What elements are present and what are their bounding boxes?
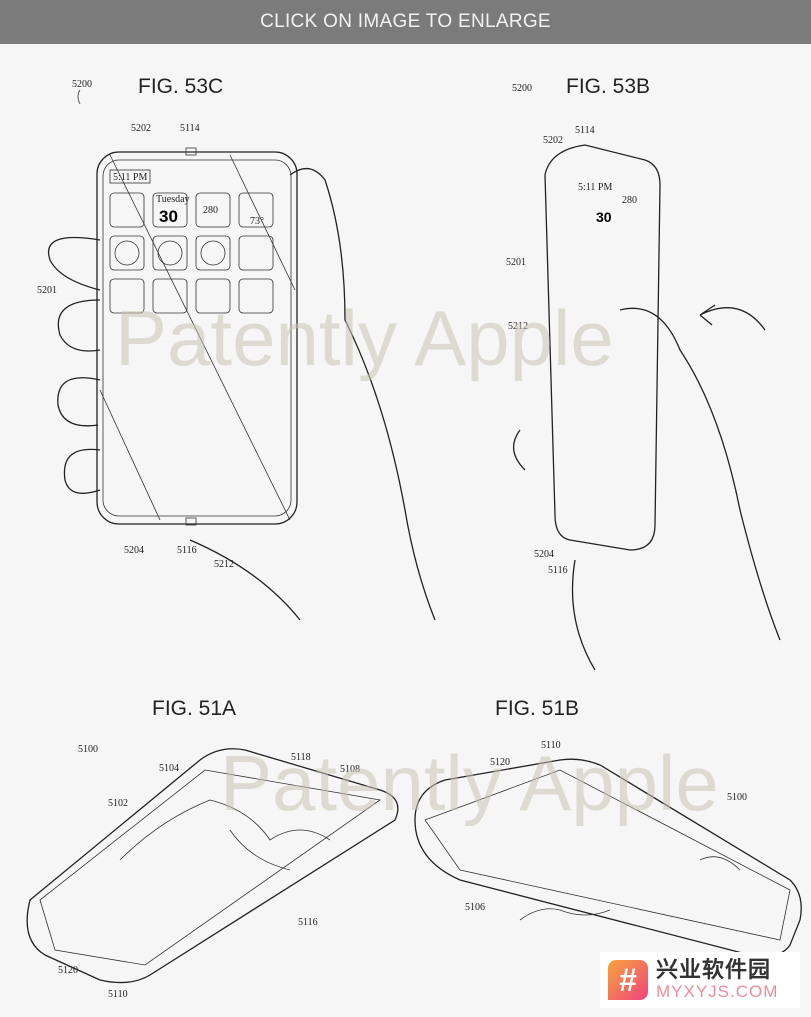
ref-5204: 5204 [124,545,144,556]
logo-domain: MYXYJS.COM [656,982,779,1001]
ref-5116: 5116 [548,565,568,576]
camera-icon [195,278,231,314]
maps-icon [195,192,231,228]
ref-5212: 5212 [508,321,528,332]
status-time: 5:11 PM [113,172,147,183]
calendar-icon [152,192,188,228]
phone-icon [238,278,274,314]
ref-5200: 5200 [72,79,92,90]
weather-icon [238,192,274,228]
calendar-date: 30 [596,209,612,225]
ref-5108: 5108 [340,764,360,775]
logo-name-cn: 兴业软件园 [656,957,772,982]
voice-memo-icon [238,235,274,271]
ref-5110: 5110 [541,740,561,751]
ref-5212: 5212 [214,559,234,570]
ref-5200: 5200 [512,83,532,94]
ref-5100: 5100 [727,792,747,803]
ref-5120: 5120 [490,757,510,768]
messages-icon [109,192,145,228]
rotation-arrow-icon [699,304,766,331]
device-flat-outline [26,748,399,984]
device-screen [424,769,791,941]
hand-outline [47,168,436,621]
device-screen [39,769,382,966]
ref-5201: 5201 [506,257,526,268]
music-icon [195,235,231,271]
fig-53b-title: FIG. 53B [566,75,650,98]
phone-body [544,144,661,551]
fig-51b-title: FIG. 51B [495,697,579,720]
ref-5100: 5100 [78,744,98,755]
watermark-2: Patently Apple [220,739,719,827]
fig-51a-title: FIG. 51A [152,697,236,720]
ref-5104: 5104 [159,763,179,774]
ref-5120: 5120 [58,965,78,976]
device-flat-outline [414,758,802,957]
ref-5114: 5114 [180,123,200,134]
enlarge-image-banner[interactable]: CLICK ON IMAGE TO ENLARGE [0,0,811,44]
ref-5114: 5114 [575,125,595,136]
tree-illustration [119,799,331,871]
status-time: 5:11 PM [578,182,612,193]
ref-5202: 5202 [543,135,563,146]
mail-icon [152,278,188,314]
highway-number: 280 [622,195,637,206]
enlarge-label: CLICK ON IMAGE TO ENLARGE [260,11,551,32]
fig-53b: FIG. 53B 5200 5:11 PM 30 280 5202 5114 5… [506,75,781,671]
ref-5202: 5202 [131,123,151,134]
highway-number: 280 [203,205,218,216]
fig-51b: FIG. 51B 5110 5120 5100 5106 [414,697,802,957]
hand-outline [513,307,781,671]
ref-5106: 5106 [465,902,485,913]
leader-arrow-icon [77,89,81,105]
calendar-day: Tuesday [156,194,190,205]
ref-5116: 5116 [298,917,318,928]
fig-53c-title: FIG. 53C [138,75,223,98]
phone-body [96,151,298,525]
ref-5204: 5204 [534,549,554,560]
clock-icon [109,235,145,271]
fig-53c: FIG. 53C 5200 5:11 PM Tuesday 30 2 [37,75,436,621]
watermark: Patently Apple [115,294,614,382]
phone-screen [102,159,292,517]
fig-51a: FIG. 51A 5100 5104 5118 5108 5102 5116 5… [26,697,399,1000]
facetime-icon [109,278,145,314]
ref-5116: 5116 [177,545,197,556]
ref-5201: 5201 [37,285,57,296]
temperature: 73° [250,216,264,227]
ref-5110: 5110 [108,989,128,1000]
hash-logo-icon: # [608,960,648,1000]
site-logo[interactable]: # 兴业软件园 MYXYJS.COM [600,952,800,1008]
app-grid [109,192,274,314]
status-time-box [109,169,151,184]
calendar-date: 30 [159,207,178,226]
patent-figures[interactable]: FIG. 53C 5200 5:11 PM Tuesday 30 2 [0,44,811,1017]
tree-illustration [519,856,741,921]
ref-5102: 5102 [108,798,128,809]
app-store-icon [152,235,188,271]
ref-5118: 5118 [291,752,311,763]
